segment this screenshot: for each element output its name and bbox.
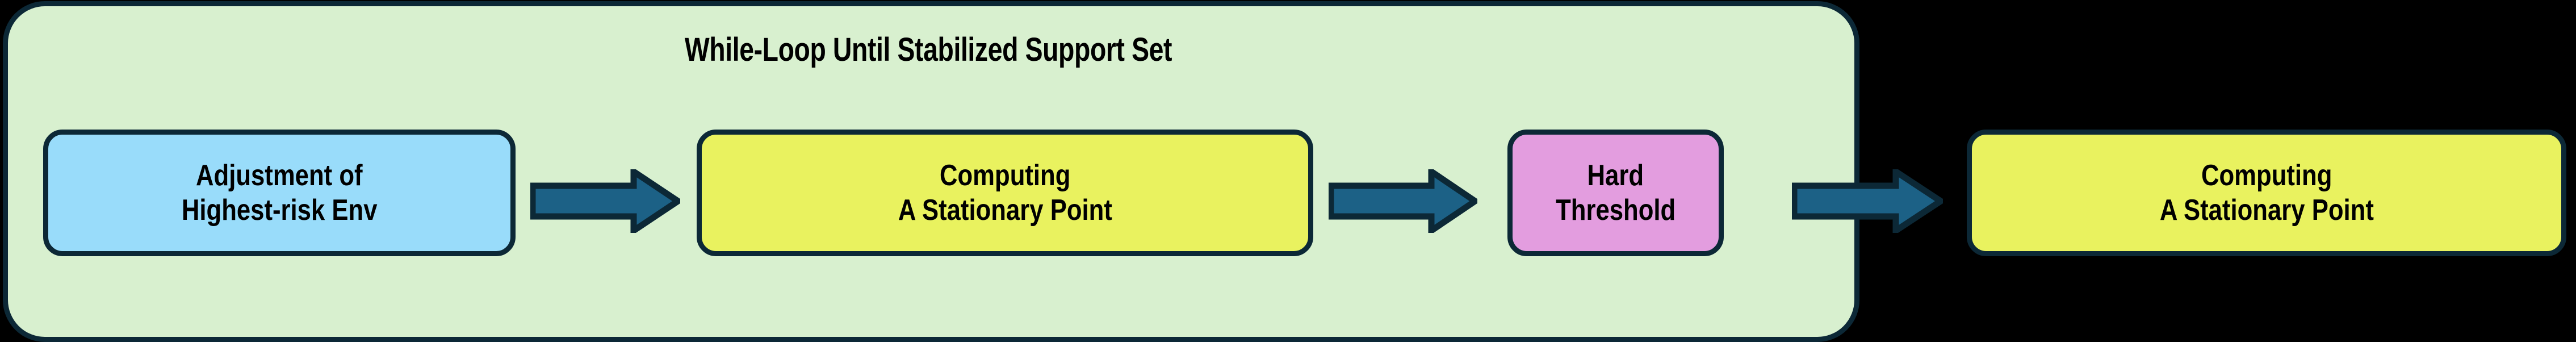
node-label-line-1: Hard (1587, 159, 1644, 193)
diagram-canvas: While-Loop Until Stabilized Support Set … (3, 1, 2566, 342)
arrow-right-icon-threshold-to-computing (1792, 169, 1943, 233)
node-adjustment-of-highest-risk-env[interactable]: Adjustment of Highest-risk Env (43, 130, 516, 256)
node-computing-a-stationary-point-1[interactable]: Computing A Stationary Point (697, 130, 1313, 256)
node-hard-threshold[interactable]: Hard Threshold (1507, 130, 1724, 256)
node-label-line-1: Computing (939, 159, 1071, 193)
node-label-line-2: Highest-risk Env (181, 193, 378, 227)
arrow-right-icon-adjustment-to-computing (530, 169, 680, 233)
node-label-line-2: Threshold (1555, 193, 1676, 227)
while-loop-title: While-Loop Until Stabilized Support Set (684, 31, 1172, 68)
node-label-line-2: A Stationary Point (2159, 193, 2374, 227)
node-label-line-2: A Stationary Point (898, 193, 1112, 227)
node-label-line-1: Adjustment of (196, 159, 363, 193)
node-computing-a-stationary-point-2[interactable]: Computing A Stationary Point (1967, 130, 2566, 256)
node-label-line-1: Computing (2201, 159, 2332, 193)
arrow-right-icon-computing-to-threshold (1329, 169, 1477, 233)
